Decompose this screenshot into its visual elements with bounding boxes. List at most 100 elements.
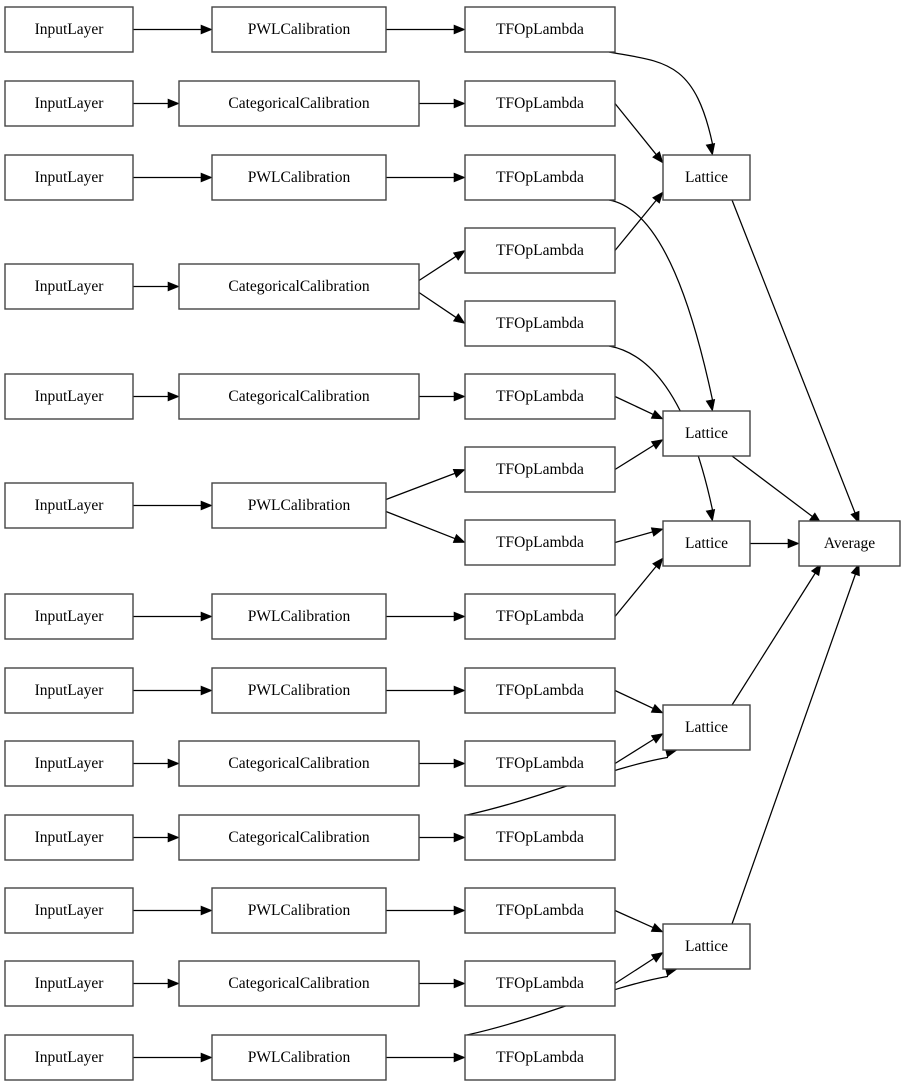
node-tf15[interactable]: TFOpLambda	[464, 1034, 616, 1081]
node-avg[interactable]: Average	[798, 520, 901, 567]
node-in7[interactable]: InputLayer	[4, 593, 134, 640]
node-in13[interactable]: InputLayer	[4, 1034, 134, 1081]
node-tf7[interactable]: TFOpLambda	[464, 446, 616, 493]
node-cal11[interactable]: PWLCalibration	[211, 887, 387, 934]
node-lat1[interactable]: Lattice	[662, 154, 751, 201]
node-in11[interactable]: InputLayer	[4, 887, 134, 934]
node-box[interactable]	[211, 1034, 387, 1081]
node-box[interactable]	[464, 300, 616, 347]
node-box[interactable]	[4, 667, 134, 714]
node-box[interactable]	[4, 593, 134, 640]
node-tf9[interactable]: TFOpLambda	[464, 593, 616, 640]
node-box[interactable]	[4, 373, 134, 420]
node-box[interactable]	[464, 667, 616, 714]
node-box[interactable]	[464, 227, 616, 274]
node-lat3[interactable]: Lattice	[662, 520, 751, 567]
node-box[interactable]	[464, 6, 616, 53]
node-box[interactable]	[178, 960, 420, 1007]
node-box[interactable]	[4, 80, 134, 127]
node-lat2[interactable]: Lattice	[662, 410, 751, 457]
node-box[interactable]	[4, 740, 134, 787]
node-box[interactable]	[4, 960, 134, 1007]
node-in10[interactable]: InputLayer	[4, 814, 134, 861]
node-box[interactable]	[464, 814, 616, 861]
node-box[interactable]	[464, 1034, 616, 1081]
node-tf12[interactable]: TFOpLambda	[464, 814, 616, 861]
edge-in7-to-cal7	[133, 611, 213, 622]
node-tf3[interactable]: TFOpLambda	[464, 154, 616, 201]
node-cal4[interactable]: CategoricalCalibration	[178, 263, 420, 310]
node-box[interactable]	[662, 923, 751, 970]
node-in6[interactable]: InputLayer	[4, 482, 134, 529]
node-box[interactable]	[211, 154, 387, 201]
node-tf5[interactable]: TFOpLambda	[464, 300, 616, 347]
node-box[interactable]	[464, 446, 616, 493]
node-box[interactable]	[464, 740, 616, 787]
node-tf10[interactable]: TFOpLambda	[464, 667, 616, 714]
node-box[interactable]	[4, 154, 134, 201]
node-tf4[interactable]: TFOpLambda	[464, 227, 616, 274]
node-box[interactable]	[662, 154, 751, 201]
node-cal10[interactable]: CategoricalCalibration	[178, 814, 420, 861]
node-cal12[interactable]: CategoricalCalibration	[178, 960, 420, 1007]
node-box[interactable]	[178, 814, 420, 861]
node-box[interactable]	[464, 519, 616, 566]
node-cal8[interactable]: PWLCalibration	[211, 667, 387, 714]
node-box[interactable]	[4, 482, 134, 529]
node-box[interactable]	[211, 667, 387, 714]
node-cal1[interactable]: PWLCalibration	[211, 6, 387, 53]
node-lat5[interactable]: Lattice	[662, 923, 751, 970]
node-box[interactable]	[211, 887, 387, 934]
node-cal9[interactable]: CategoricalCalibration	[178, 740, 420, 787]
node-tf13[interactable]: TFOpLambda	[464, 887, 616, 934]
edge-line	[418, 255, 457, 282]
node-tf11[interactable]: TFOpLambda	[464, 740, 616, 787]
node-cal3[interactable]: PWLCalibration	[211, 154, 387, 201]
node-cal7[interactable]: PWLCalibration	[211, 593, 387, 640]
node-tf1[interactable]: TFOpLambda	[464, 6, 616, 53]
node-box[interactable]	[464, 593, 616, 640]
node-box[interactable]	[178, 740, 420, 787]
node-box[interactable]	[464, 80, 616, 127]
node-box[interactable]	[798, 520, 901, 567]
node-tf8[interactable]: TFOpLambda	[464, 519, 616, 566]
node-lat4[interactable]: Lattice	[662, 704, 751, 751]
node-box[interactable]	[464, 373, 616, 420]
node-box[interactable]	[211, 6, 387, 53]
edge-cal11-to-tf13	[386, 905, 466, 916]
node-box[interactable]	[662, 704, 751, 751]
node-box[interactable]	[178, 263, 420, 310]
node-box[interactable]	[4, 1034, 134, 1081]
node-box[interactable]	[464, 154, 616, 201]
node-cal6[interactable]: PWLCalibration	[211, 482, 387, 529]
node-in8[interactable]: InputLayer	[4, 667, 134, 714]
node-box[interactable]	[178, 373, 420, 420]
node-cal5[interactable]: CategoricalCalibration	[178, 373, 420, 420]
node-tf6[interactable]: TFOpLambda	[464, 373, 616, 420]
node-box[interactable]	[211, 482, 387, 529]
node-in5[interactable]: InputLayer	[4, 373, 134, 420]
node-box[interactable]	[4, 6, 134, 53]
arrowhead-icon	[850, 510, 860, 524]
node-in1[interactable]: InputLayer	[4, 6, 134, 53]
edge-line	[614, 909, 654, 929]
node-box[interactable]	[464, 887, 616, 934]
node-tf2[interactable]: TFOpLambda	[464, 80, 616, 127]
edge-line	[614, 199, 658, 251]
node-in2[interactable]: InputLayer	[4, 80, 134, 127]
node-in4[interactable]: InputLayer	[4, 263, 134, 310]
node-tf14[interactable]: TFOpLambda	[464, 960, 616, 1007]
node-box[interactable]	[4, 814, 134, 861]
node-in9[interactable]: InputLayer	[4, 740, 134, 787]
node-box[interactable]	[662, 410, 751, 457]
node-in3[interactable]: InputLayer	[4, 154, 134, 201]
node-in12[interactable]: InputLayer	[4, 960, 134, 1007]
node-cal13[interactable]: PWLCalibration	[211, 1034, 387, 1081]
node-box[interactable]	[211, 593, 387, 640]
node-cal2[interactable]: CategoricalCalibration	[178, 80, 420, 127]
node-box[interactable]	[178, 80, 420, 127]
node-box[interactable]	[464, 960, 616, 1007]
node-box[interactable]	[4, 263, 134, 310]
node-box[interactable]	[662, 520, 751, 567]
node-box[interactable]	[4, 887, 134, 934]
